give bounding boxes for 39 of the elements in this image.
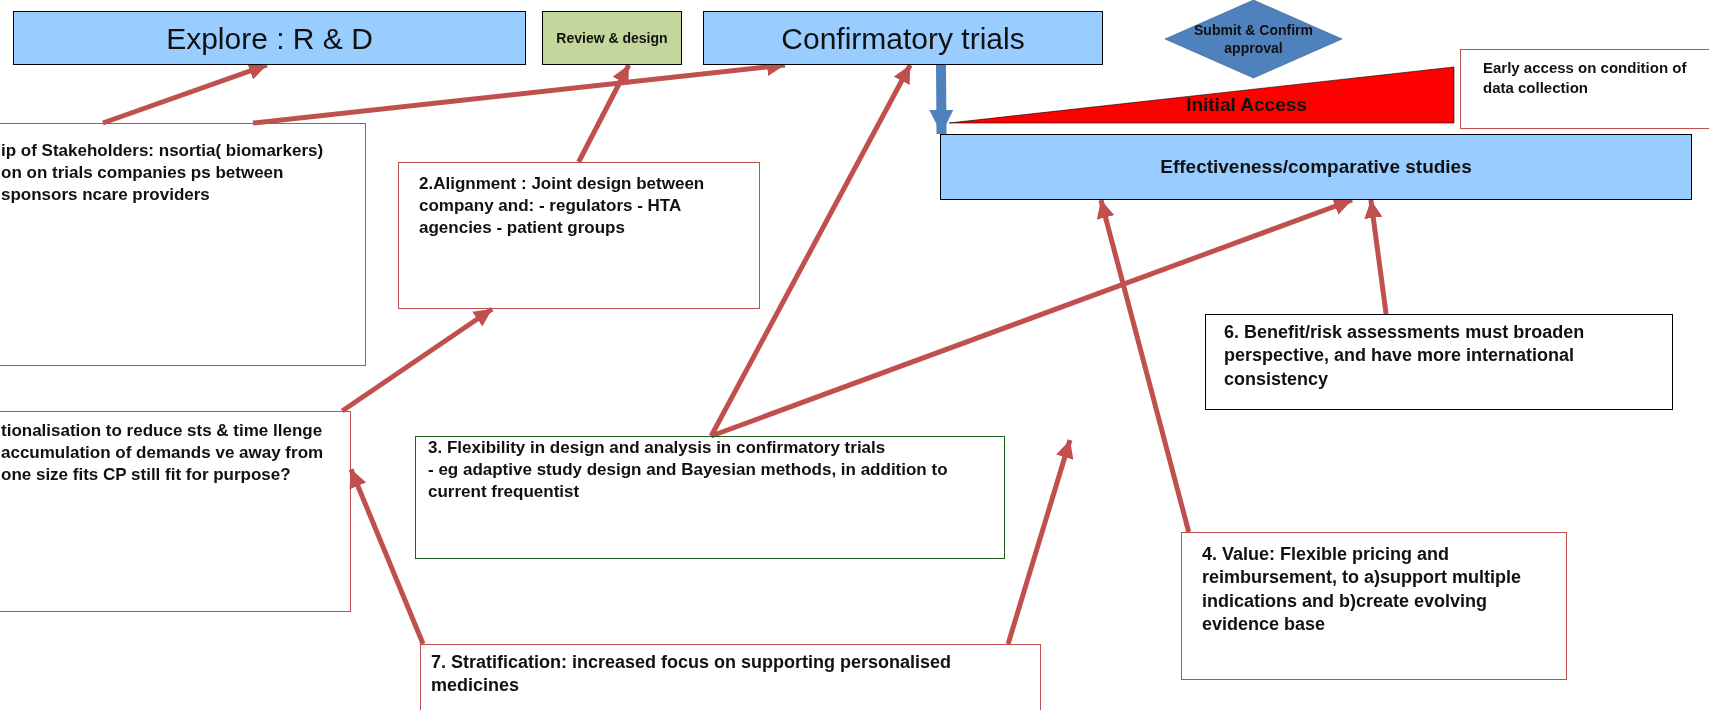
arrow [576,63,631,164]
stage-box [940,134,1692,200]
note-box [420,644,1041,710]
stage-box [703,11,1103,65]
note-text: 3. Flexibility in design and analysis in confirmatory trials [427,437,887,459]
note-box [1460,49,1709,129]
stage-box [542,11,682,65]
stage-box [13,11,526,65]
note-text: - eg adaptive study design and Bayesian methods, in addition to current frequentist [427,459,949,504]
note-box [0,123,366,366]
decision-diamond [1165,0,1342,78]
arrow [348,468,426,645]
note-text: 4. Value: Flexible pricing and reimbursement, to a)support multiple indications and b)create evolving evidence base [1201,543,1523,637]
arrow [929,64,954,135]
note-text: 2.Alignment : Joint design between company and: - regulators - HTA agencies - patient groups [418,173,706,240]
arrow [1005,439,1074,645]
note-box [1205,314,1673,410]
note-box [0,411,351,612]
arrow [102,62,268,126]
note-box [415,436,1005,559]
arrow [708,63,913,438]
note-text: ip of Stakeholders: nsortia( biomarkers) on on trials companies ps between sponsors ncare providers [0,140,325,207]
note-text: Early access on condition of data collection [1482,58,1688,97]
arrow [1096,199,1192,533]
note-text: tionalisation to reduce sts & time llenge accumulation of demands ve away from one size fits CP still fit for purpose? [0,420,325,487]
stage-title: Review & design [556,28,668,48]
note-box [398,162,760,309]
stage-title: Confirmatory trials [781,20,1025,57]
triangle-wedge [949,67,1454,123]
stage-title: Effectiveness/comparative studies [1160,154,1472,179]
note-text: 7. Stratification: increased focus on supporting personalised medicines [430,651,953,698]
wedge-label: Initial Access [1185,93,1308,117]
arrow [1364,199,1389,315]
decision-label: Submit & Confirm approval [1193,20,1314,58]
note-text: 6. Benefit/risk assessments must broaden perspective, and have more international consistency [1223,321,1586,391]
arrow [710,197,1353,439]
stage-title: Explore : R & D [166,20,373,57]
note-box [1181,532,1567,680]
arrow [340,306,494,414]
